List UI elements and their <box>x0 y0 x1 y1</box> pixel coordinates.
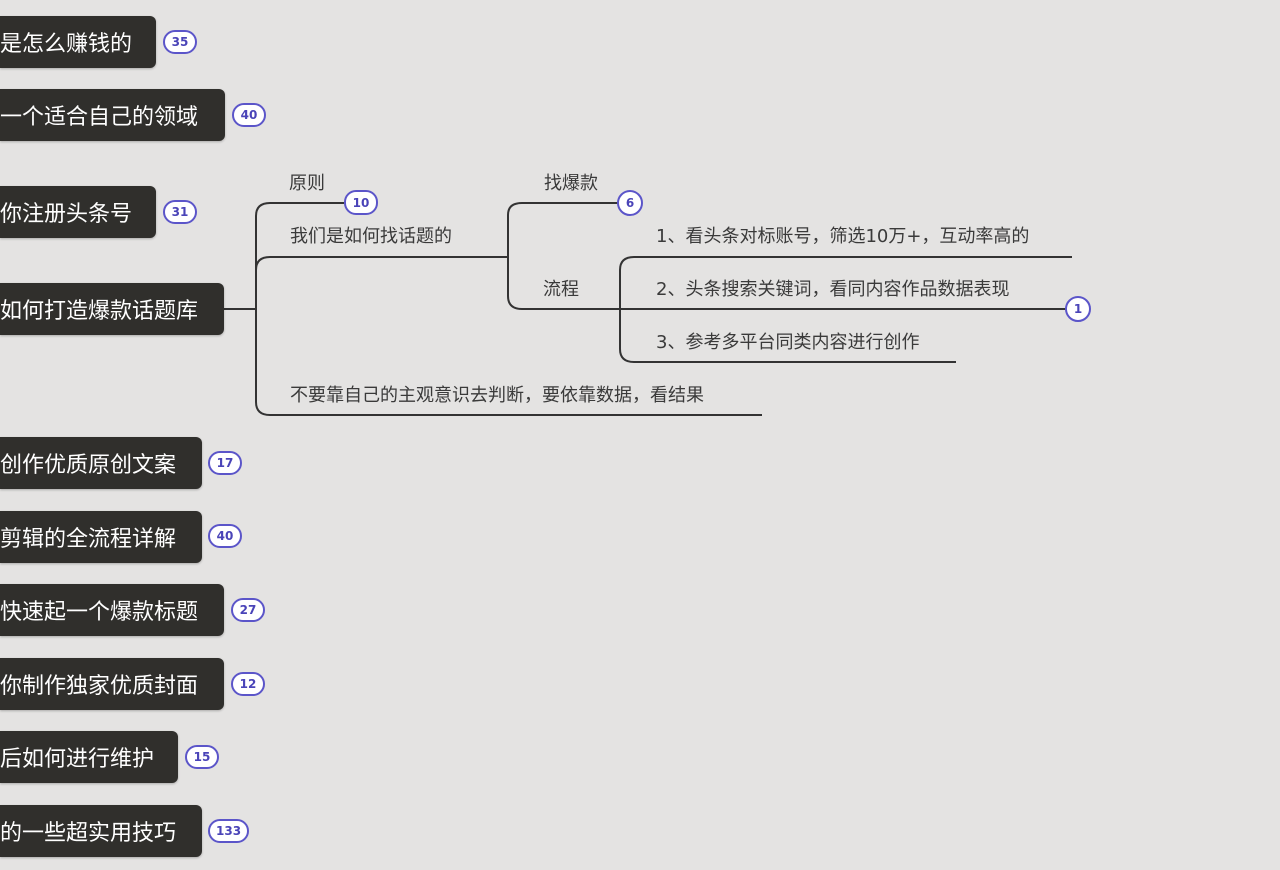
topic-hot-topic-library[interactable]: 如何打造爆款话题库 <box>0 283 224 335</box>
topic-choose-field[interactable]: 一个适合自己的领域 <box>0 89 225 141</box>
node-count-badge[interactable]: 10 <box>344 190 378 215</box>
node-step-2[interactable]: 2、头条搜索关键词，看同内容作品数据表现 <box>656 279 1010 300</box>
node-how-find-topics[interactable]: 我们是如何找话题的 <box>290 226 452 247</box>
topic-hot-title[interactable]: 快速起一个爆款标题 <box>0 584 224 636</box>
node-process[interactable]: 流程 <box>543 279 579 300</box>
topic-count-badge[interactable]: 133 <box>208 819 250 843</box>
topic-register-account[interactable]: 你注册头条号 <box>0 186 156 238</box>
topic-count-badge[interactable]: 12 <box>231 672 265 696</box>
topic-maintenance[interactable]: 后如何进行维护 <box>0 731 178 783</box>
topic-count-badge[interactable]: 35 <box>163 30 197 54</box>
node-find-hot[interactable]: 找爆款 <box>544 173 598 194</box>
node-count-badge[interactable]: 6 <box>617 190 643 216</box>
topic-count-badge[interactable]: 27 <box>231 598 265 622</box>
node-data-note[interactable]: 不要靠自己的主观意识去判断，要依靠数据，看结果 <box>290 385 704 406</box>
node-step-1[interactable]: 1、看头条对标账号，筛选10万+，互动率高的 <box>656 226 1030 247</box>
topic-practical-tips[interactable]: 的一些超实用技巧 <box>0 805 202 857</box>
topic-count-badge[interactable]: 15 <box>185 745 219 769</box>
topic-editing-process[interactable]: 剪辑的全流程详解 <box>0 511 202 563</box>
topic-cover-design[interactable]: 你制作独家优质封面 <box>0 658 224 710</box>
node-principle[interactable]: 原则 <box>289 173 325 194</box>
topic-original-copywriting[interactable]: 创作优质原创文案 <box>0 437 202 489</box>
topic-count-badge[interactable]: 31 <box>163 200 197 224</box>
topic-count-badge[interactable]: 40 <box>232 103 266 127</box>
topic-how-to-earn[interactable]: 是怎么赚钱的 <box>0 16 156 68</box>
topic-count-badge[interactable]: 40 <box>208 524 242 548</box>
node-count-badge[interactable]: 1 <box>1065 296 1091 322</box>
node-step-3[interactable]: 3、参考多平台同类内容进行创作 <box>656 332 920 353</box>
topic-count-badge[interactable]: 17 <box>208 451 242 475</box>
